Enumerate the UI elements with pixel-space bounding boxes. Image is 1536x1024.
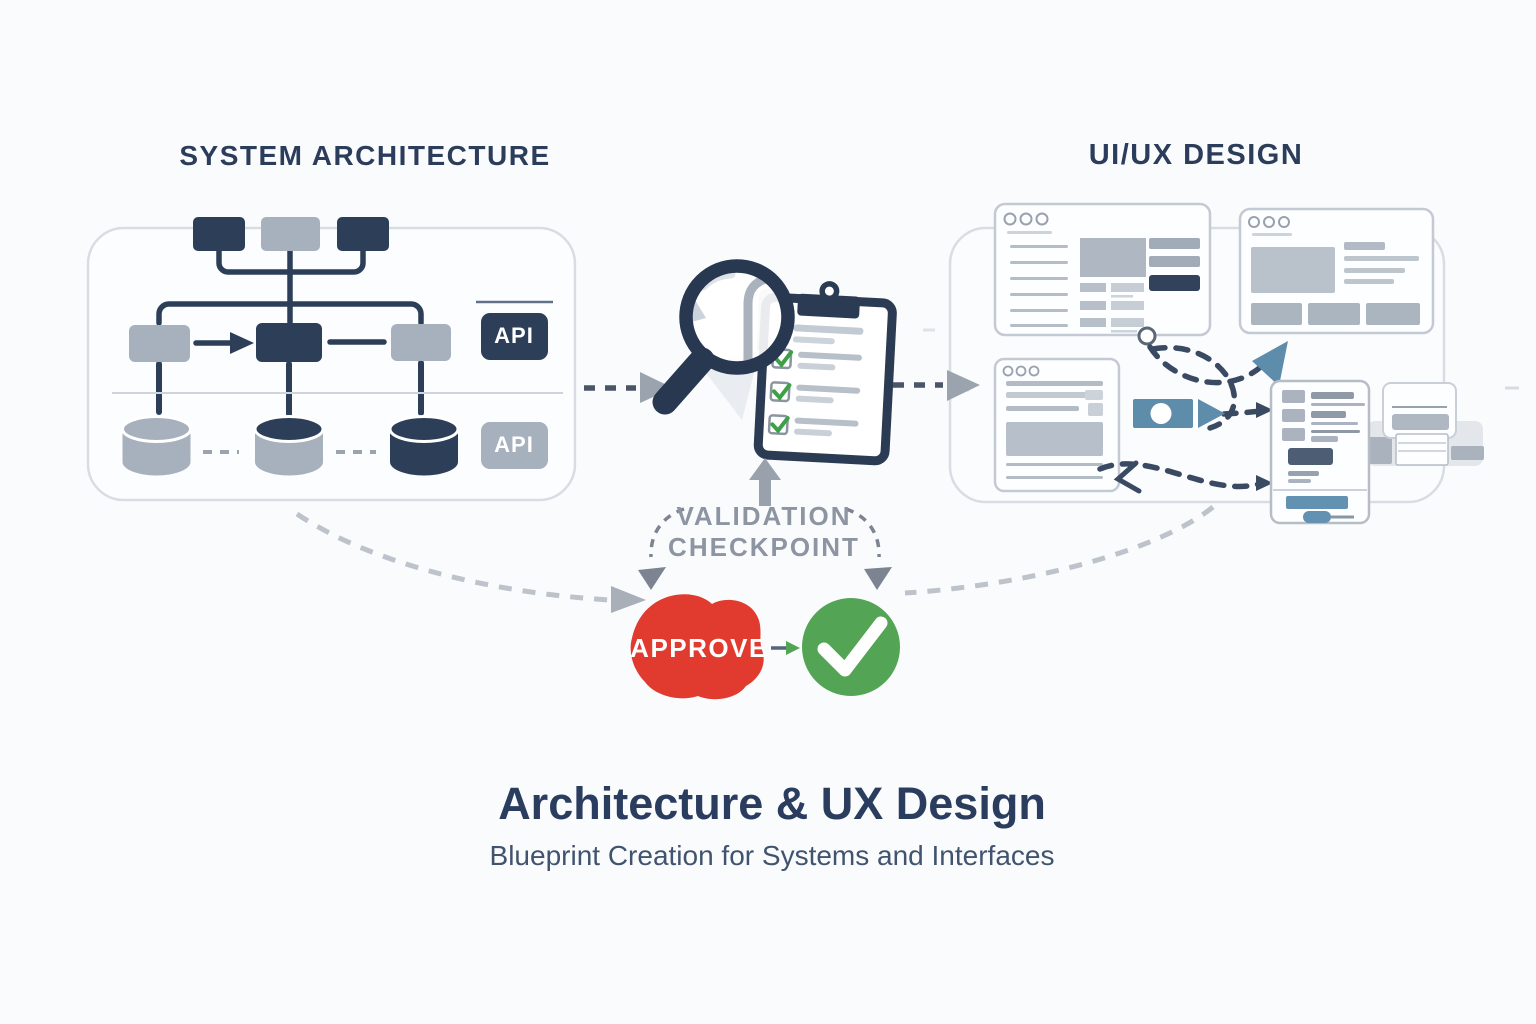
card-blocks [1251,303,1420,325]
magnifier-icon [652,259,795,420]
database-cylinder-icon [253,415,325,476]
arrow-down-icon [638,567,666,590]
api-badge-dark [481,313,548,360]
mini-table-card [1395,433,1449,466]
page-title: Architecture & UX Design [498,778,1046,829]
api-badges [476,300,553,469]
browser-dots-icon [1248,216,1290,228]
component-box [391,324,451,361]
spec-rows [1282,390,1365,442]
spec-panel [1256,379,1371,525]
gray-flow-curve-right [904,505,1215,596]
image-placeholder [1006,422,1103,456]
browser-dots-icon [1003,212,1049,226]
slider-handle [1303,511,1331,523]
cta-button-placeholder [1149,275,1200,291]
connector-node [1137,326,1157,346]
dark-button-placeholder [1288,448,1333,465]
component-box [261,217,320,251]
validation-line2: CHECKPOINT [668,532,860,562]
api-badge-gray [481,422,548,469]
arrow-right-icon [230,332,254,354]
left-section-title: SYSTEM ARCHITECTURE [179,140,551,171]
architecture-connectors [156,248,424,417]
validation-checkpoint-label: VALIDATION CHECKPOINT [668,501,860,563]
architecture-diagram [112,217,563,476]
flow-arrow-left [584,372,673,403]
text-lines [1010,245,1068,327]
component-box [256,323,322,362]
browser-window-icon [993,357,1121,493]
api-badge-label-top: API [494,323,534,348]
gray-flow-curve-left [295,511,646,613]
right-section-title: UI/UX DESIGN [1088,139,1304,171]
connector-pin [1256,402,1273,418]
component-box [193,217,245,251]
arrow-right-icon [640,372,673,403]
database-cylinder-icon [388,415,460,476]
arrow-down-icon [864,567,892,590]
approve-to-check-arrow [771,641,800,655]
component-box [337,217,389,251]
content-bars [1080,283,1144,333]
database-cylinder-icon [121,415,192,476]
card-cluster [1367,382,1484,466]
check-circle-icon [802,598,900,696]
connector-pin [1256,475,1273,491]
arrow-left-chevron [1113,460,1142,494]
validation-arrows [638,507,892,590]
pencil-icon [1133,399,1225,428]
checkbox-check-icon [770,416,790,434]
image-placeholder [1080,238,1146,277]
image-placeholder [1251,247,1335,293]
text-lines [1344,242,1419,284]
component-box [129,325,190,362]
api-badge-label-bottom: API [494,432,534,457]
flow-arrow-right [893,370,980,401]
arrow-right-icon [611,586,646,613]
validation-line1: VALIDATION [676,501,852,531]
arrow-right-icon [947,370,980,401]
arrow-up-right-icon [1252,341,1288,386]
accent-bar [1286,496,1348,509]
checkbox-check-icon [773,350,794,368]
browser-window-icon [993,202,1212,346]
approve-stamp-icon [630,594,764,700]
page-subtitle: Blueprint Creation for Systems and Inter… [489,840,1055,871]
checkbox-check-icon [772,383,792,401]
arrow-up-icon [749,458,781,506]
approve-stamp-label: APPROVE [630,633,768,663]
browser-dots-icon [1002,365,1040,377]
browser-window-icon [1238,207,1435,335]
